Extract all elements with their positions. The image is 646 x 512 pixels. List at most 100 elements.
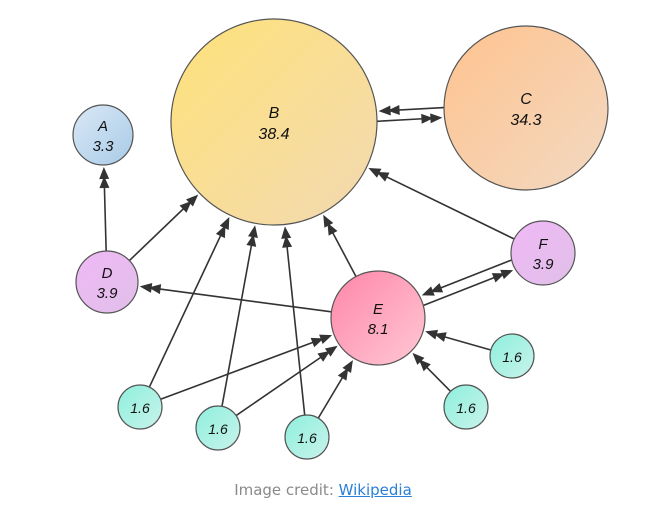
edge-n2-to-E xyxy=(235,345,338,417)
node-score: 3.3 xyxy=(93,138,115,155)
arrowhead xyxy=(248,225,258,238)
node-score: 1.6 xyxy=(502,349,522,365)
node-circle xyxy=(195,405,241,451)
arrowhead xyxy=(139,282,153,293)
edge-E-to-F xyxy=(423,269,514,307)
node-score: 38.4 xyxy=(258,126,289,143)
edge-line xyxy=(423,274,502,307)
edge-E-to-B xyxy=(323,214,357,277)
arrowhead xyxy=(421,286,435,296)
edge-D-to-A xyxy=(99,166,110,252)
edge-B-to-C xyxy=(377,113,443,124)
edge-line xyxy=(377,117,430,123)
edge-line xyxy=(128,203,190,262)
edge-line xyxy=(285,239,306,416)
edge-n3-to-E xyxy=(317,360,353,419)
arrowhead xyxy=(337,367,349,381)
node-F: F3.9 xyxy=(510,220,576,286)
arrowhead xyxy=(433,332,447,342)
arrowhead xyxy=(219,217,230,231)
arrowhead xyxy=(418,359,431,372)
node-D: D 3.9 xyxy=(75,250,139,314)
graph-edges xyxy=(99,105,515,419)
pagerank-graph: A 3.3 B 38.4 C34.3D 3.9E 8.1 F3.9 1.6 1.6 1.6 1.6 1.… xyxy=(72,18,609,460)
arrowhead xyxy=(327,222,338,236)
arrowhead xyxy=(412,352,425,365)
arrowhead xyxy=(282,235,293,248)
node-score: 8.1 xyxy=(368,321,389,338)
edge-F-to-E xyxy=(421,259,512,296)
edge-line xyxy=(148,228,225,388)
node-n2: 1.6 xyxy=(195,405,241,451)
node-circle xyxy=(170,18,378,226)
edge-n1-to-B xyxy=(148,217,230,388)
node-E: E 8.1 xyxy=(330,270,426,366)
node-circle xyxy=(443,25,609,191)
wikipedia-link[interactable]: Wikipedia xyxy=(338,481,412,499)
node-score: 3.9 xyxy=(533,256,555,273)
edge-line xyxy=(433,259,512,292)
arrowhead xyxy=(368,167,382,178)
arrowhead xyxy=(323,214,334,228)
arrowhead xyxy=(430,113,443,124)
arrowhead xyxy=(491,273,505,283)
edge-line xyxy=(328,225,357,277)
arrowhead xyxy=(246,234,257,247)
edge-n3-to-B xyxy=(281,226,306,416)
node-score: 1.6 xyxy=(456,400,476,416)
edge-n5-to-E xyxy=(425,329,492,351)
node-name: A xyxy=(97,118,108,135)
node-circle xyxy=(72,104,134,166)
arrowhead xyxy=(387,105,400,116)
node-n3: 1.6 xyxy=(284,414,330,460)
edge-F-to-B xyxy=(368,167,515,240)
node-n4: 1.6 xyxy=(443,384,489,430)
node-B: B 38.4 xyxy=(170,18,378,226)
edge-n4-to-E xyxy=(412,352,452,392)
edge-C-to-B xyxy=(378,105,444,116)
arrowhead xyxy=(310,337,324,348)
arrowhead xyxy=(148,284,162,295)
edge-line xyxy=(235,352,328,417)
node-score: 1.6 xyxy=(130,400,150,416)
arrowhead xyxy=(215,225,226,239)
arrowhead xyxy=(421,113,434,124)
arrowhead xyxy=(179,200,192,213)
edge-E-to-D xyxy=(139,282,332,313)
image-credit: Image credit: Wikipedia xyxy=(0,481,646,499)
node-score: 3.9 xyxy=(97,285,119,302)
arrowhead xyxy=(378,105,391,116)
graph-nodes: A 3.3 B 38.4 C34.3D 3.9E 8.1 F3.9 1.6 1.6 1.6 1.6 1.… xyxy=(72,18,609,460)
arrowhead xyxy=(317,350,331,362)
node-n5: 1.6 xyxy=(489,333,535,379)
arrowhead xyxy=(319,334,333,345)
arrowhead xyxy=(425,329,439,340)
node-score: 1.6 xyxy=(208,421,228,437)
arrowhead xyxy=(342,360,353,373)
arrowhead xyxy=(324,345,338,357)
node-name: E xyxy=(373,301,384,318)
arrowhead xyxy=(186,194,199,207)
edge-line xyxy=(317,370,347,419)
node-circle xyxy=(330,270,426,366)
edge-line xyxy=(391,106,444,112)
edge-line xyxy=(160,338,321,401)
arrowhead xyxy=(99,175,110,189)
node-name: B xyxy=(269,105,280,122)
node-circle xyxy=(510,220,576,286)
node-circle xyxy=(117,384,163,430)
arrowhead xyxy=(281,226,292,239)
edge-line xyxy=(379,172,515,240)
edge-line xyxy=(437,334,492,351)
node-circle xyxy=(75,250,139,314)
node-n1: 1.6 xyxy=(117,384,163,430)
edge-n2-to-B xyxy=(221,225,258,407)
arrowhead xyxy=(376,171,390,182)
node-circle xyxy=(443,384,489,430)
edge-line xyxy=(221,237,254,407)
node-C: C34.3 xyxy=(443,25,609,191)
node-circle xyxy=(489,333,535,379)
node-name: D xyxy=(102,265,113,282)
edge-n1-to-E xyxy=(160,334,333,401)
arrowhead xyxy=(99,166,110,180)
